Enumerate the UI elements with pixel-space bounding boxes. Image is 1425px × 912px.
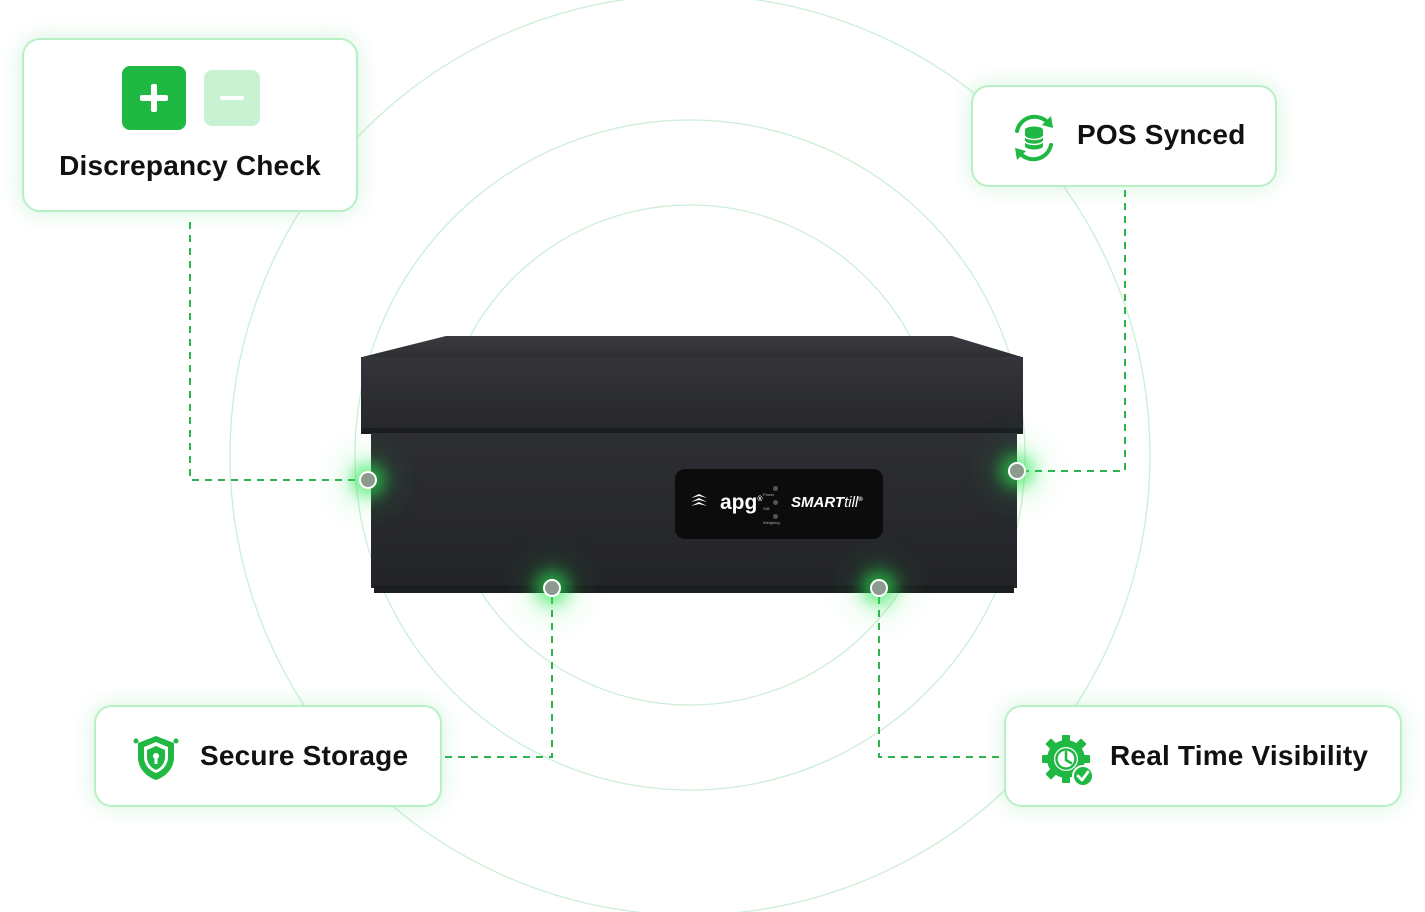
connector-realtime — [878, 597, 1003, 758]
apg-logo-icon — [691, 494, 707, 506]
connector-pos — [1026, 190, 1126, 472]
indicator-power-label: Power — [763, 492, 775, 497]
device-lid-shadow — [361, 428, 1023, 434]
hotspot-realtime[interactable] — [870, 579, 888, 597]
indicator-still — [773, 500, 778, 505]
indicator-weighing — [773, 514, 778, 519]
discrepancy-check-card: Discrepancy Check — [22, 38, 358, 212]
pos-synced-label: POS Synced — [1077, 119, 1246, 150]
hotspot-pos[interactable] — [1008, 462, 1026, 480]
pos-synced-card: POS Synced — [971, 85, 1277, 187]
ring-middle — [354, 119, 1026, 791]
device-lid-front — [361, 357, 1023, 431]
brand-smarttill: SMARTtill® — [791, 494, 863, 511]
plus-icon — [122, 66, 186, 130]
device-display-panel: apg® Power Still Weighing SMARTtill® — [675, 469, 883, 539]
brand-apg: apg® — [720, 491, 763, 514]
indicator-power — [773, 486, 778, 491]
secure-storage-card: Secure Storage — [94, 705, 442, 807]
minus-icon — [204, 70, 260, 126]
indicator-weighing-label: Weighing — [763, 520, 780, 525]
secure-storage-label: Secure Storage — [200, 740, 409, 771]
connector-discrepancy — [189, 222, 360, 481]
hotspot-secure[interactable] — [543, 579, 561, 597]
indicator-still-label: Still — [763, 506, 770, 511]
connector-secure — [444, 597, 553, 758]
gear-clock-check-icon — [1042, 735, 1094, 787]
sync-database-icon — [1015, 114, 1053, 162]
hotspot-discrepancy[interactable] — [359, 471, 377, 489]
discrepancy-check-label: Discrepancy Check — [59, 150, 321, 181]
device-lid-top — [362, 336, 1022, 357]
real-time-visibility-label: Real Time Visibility — [1110, 740, 1369, 771]
real-time-visibility-card: Real Time Visibility — [1004, 705, 1402, 807]
ring-outer — [229, 0, 1151, 912]
device-base — [374, 585, 1014, 593]
shield-lock-icon — [133, 736, 179, 780]
